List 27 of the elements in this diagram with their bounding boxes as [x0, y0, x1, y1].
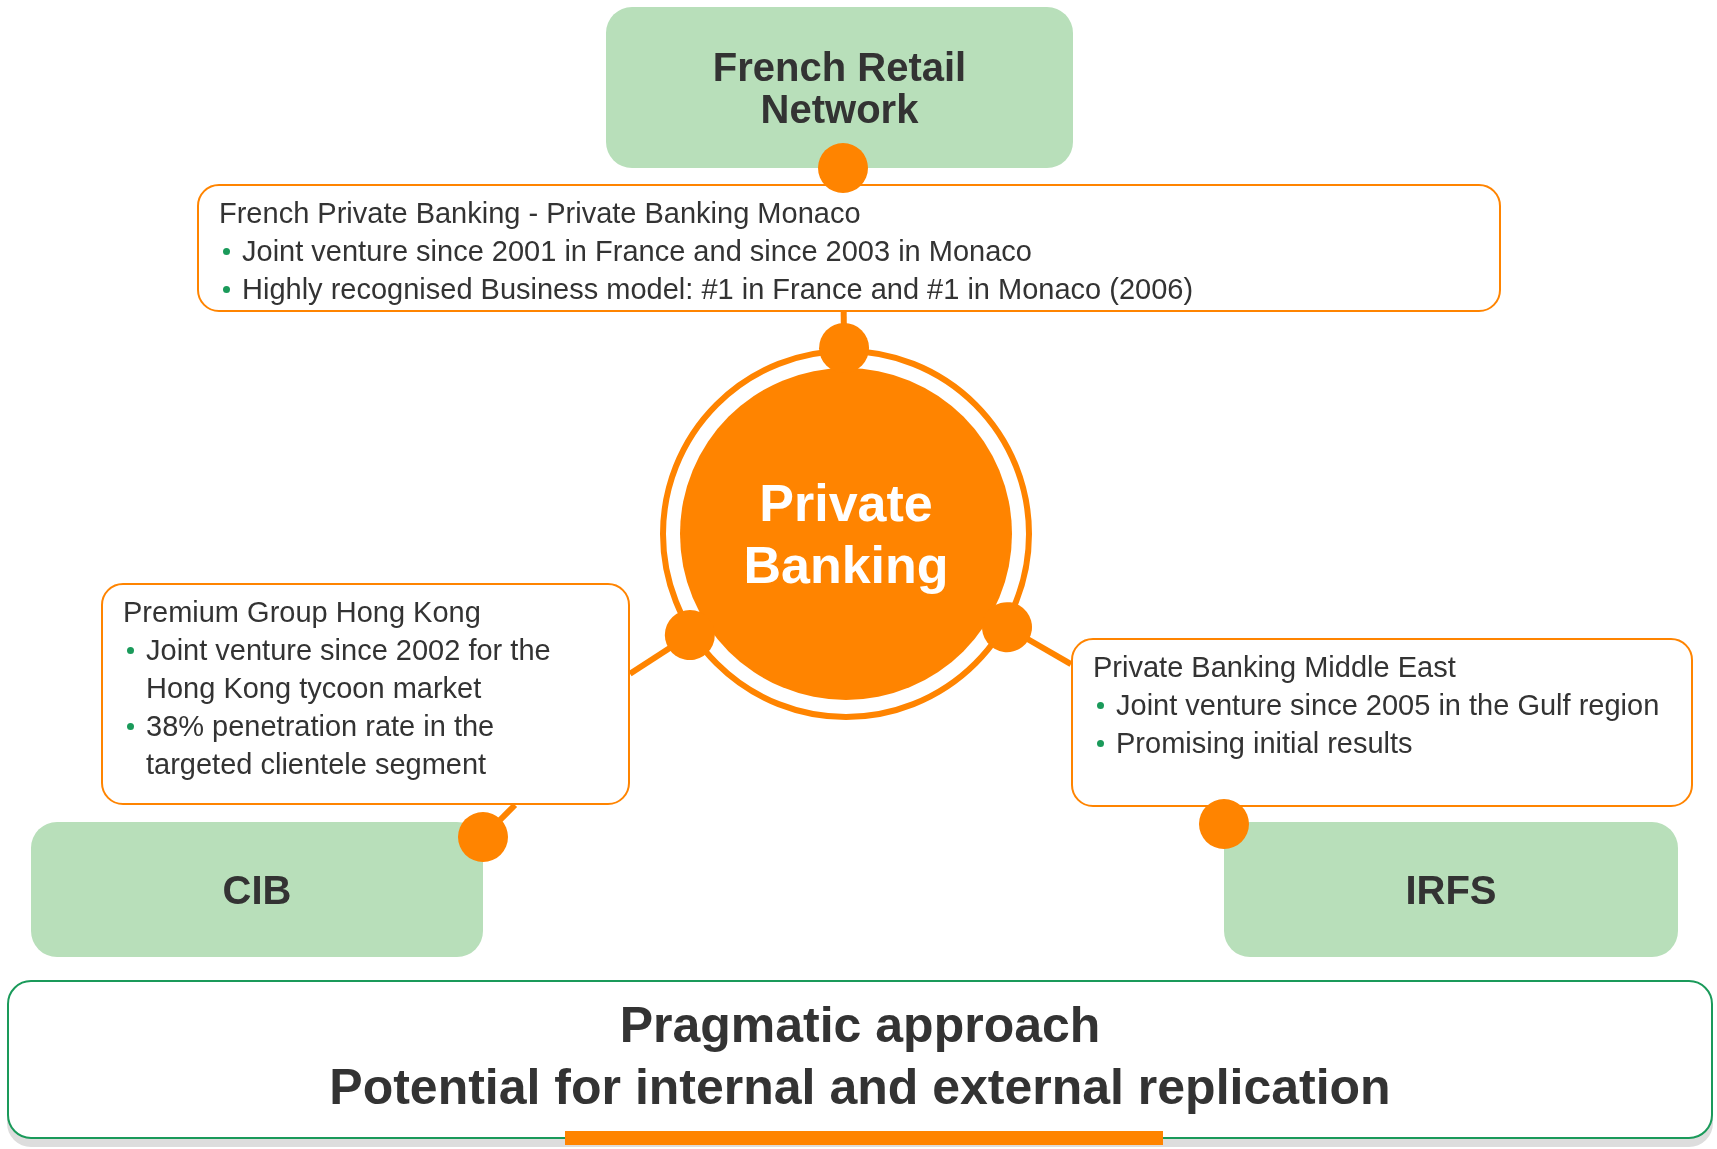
unit-label: French Retail Network [711, 45, 968, 130]
box-heading: Premium Group Hong Kong [123, 595, 482, 630]
unit-label: IRFS [1404, 868, 1498, 911]
bullet-text: Highly recognised Business model: #1 in France and #1 in Monaco (2006) [242, 272, 1194, 307]
bullet-text: Joint venture since 2005 in the Gulf region [1116, 688, 1660, 723]
summary-heading: Pragmatic approach [618, 996, 1102, 1055]
unit-box [606, 7, 1073, 168]
bullet-text: Promising initial results [1116, 726, 1413, 761]
connector-line [1199, 799, 1249, 849]
unit-label: CIB [221, 868, 293, 911]
connector-line [982, 602, 1073, 667]
info-box [1071, 638, 1693, 807]
connector-line [628, 610, 715, 677]
connector-line [818, 143, 868, 193]
info-box [101, 583, 630, 805]
hub-circle [660, 348, 1032, 720]
summary-text: Potential for internal and external replication [328, 1058, 1392, 1117]
info-box [197, 184, 1501, 312]
connector-line [458, 802, 518, 862]
unit-box [1224, 822, 1678, 957]
box-heading: Private Banking Middle East [1093, 650, 1457, 685]
bullet-text: Joint venture since 2002 for the Hong Kong tycoon market [146, 633, 552, 706]
box-heading: French Private Banking - Private Banking Monaco [219, 196, 862, 231]
bullet-text: 38% penetration rate in the targeted clientele segment [146, 709, 496, 782]
hub-label: Private Banking [742, 473, 950, 596]
unit-box [31, 822, 483, 957]
bullet-text: Joint venture since 2001 in France and since 2003 in Monaco [242, 234, 1032, 269]
